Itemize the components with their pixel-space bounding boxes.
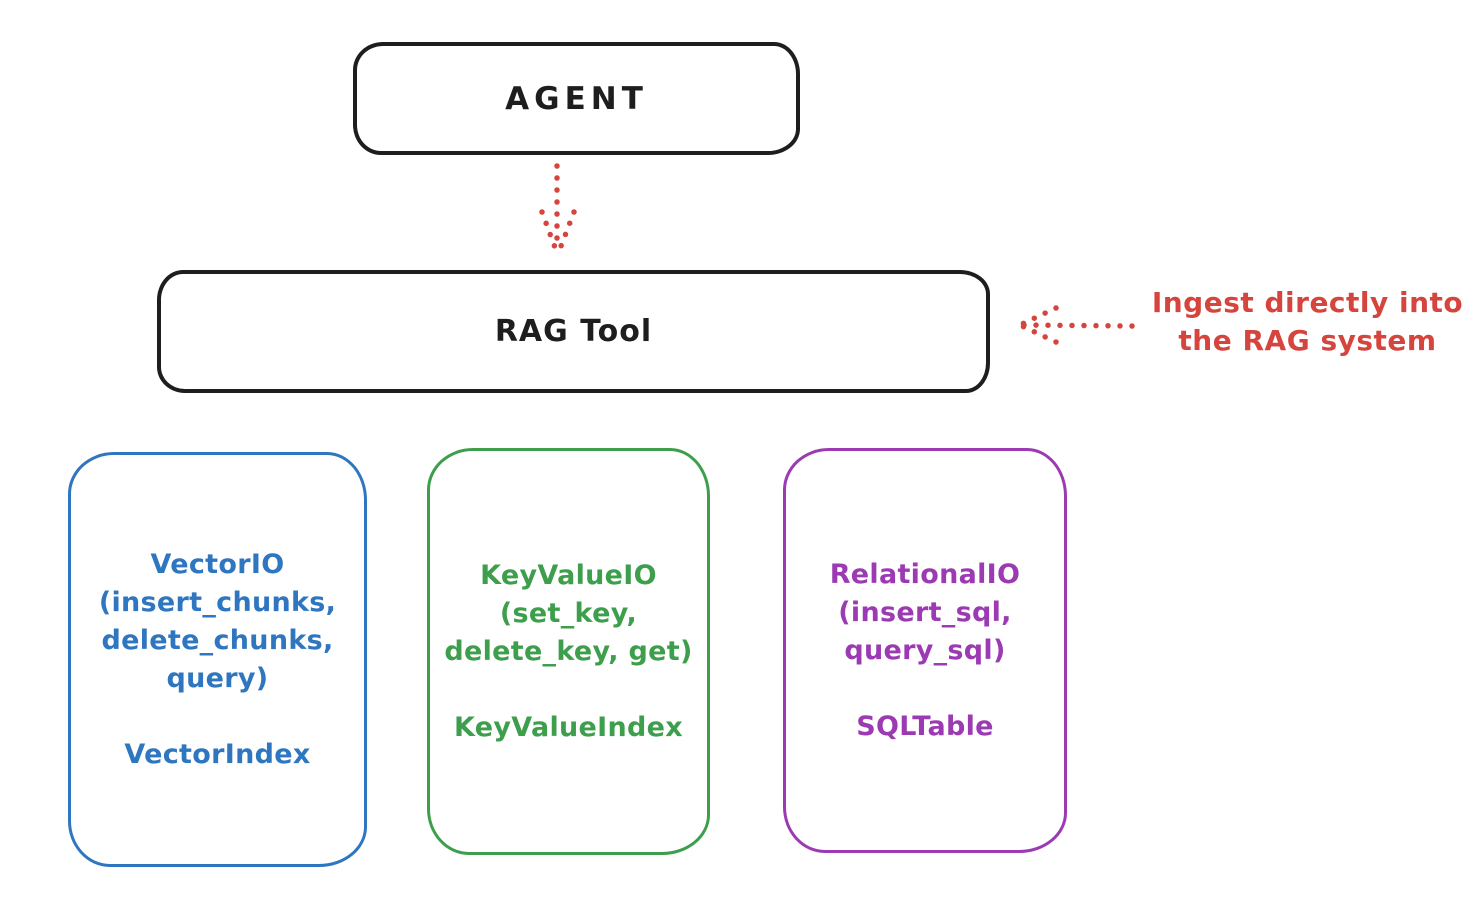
agent-node: AGENT — [353, 42, 800, 155]
storage-node-vector-io: VectorIO (insert_chunks, delete_chunks, … — [68, 452, 367, 867]
vector-io-title-line: (insert_chunks, — [98, 586, 337, 618]
vector-io-title-line: VectorIO — [150, 548, 285, 580]
keyvalue-io-index-label: KeyValueIndex — [453, 711, 683, 743]
relational-io-title-line: (insert_sql, — [838, 596, 1012, 628]
left-arrow-icon — [1019, 305, 1135, 345]
down-arrow-icon — [539, 163, 577, 257]
agent-node-label: AGENT — [505, 80, 648, 117]
rag-tool-node-label: RAG Tool — [494, 314, 653, 349]
keyvalue-io-title-line: KeyValueIO — [480, 559, 657, 591]
relational-io-title-line: query_sql) — [844, 634, 1006, 666]
annotation: Ingest directly into the RAG system — [1140, 284, 1475, 360]
relational-io-title-line: RelationalIO — [829, 558, 1021, 590]
storage-node-relational-io: RelationalIO (insert_sql, query_sql) SQL… — [783, 448, 1067, 853]
vector-io-title-line: delete_chunks, — [101, 624, 334, 656]
annotation-line-2: the RAG system — [1178, 324, 1437, 357]
annotation-line-1: Ingest directly into — [1151, 286, 1464, 319]
keyvalue-io-title-line: (set_key, — [499, 597, 638, 629]
keyvalue-io-title-line: delete_key, get) — [444, 635, 693, 667]
vector-io-title-line: query) — [166, 662, 269, 694]
vector-io-index-label: VectorIndex — [124, 738, 311, 770]
rag-tool-node: RAG Tool — [157, 270, 990, 393]
storage-node-keyvalue-io: KeyValueIO (set_key, delete_key, get) Ke… — [427, 448, 710, 855]
relational-io-index-label: SQLTable — [856, 710, 994, 742]
